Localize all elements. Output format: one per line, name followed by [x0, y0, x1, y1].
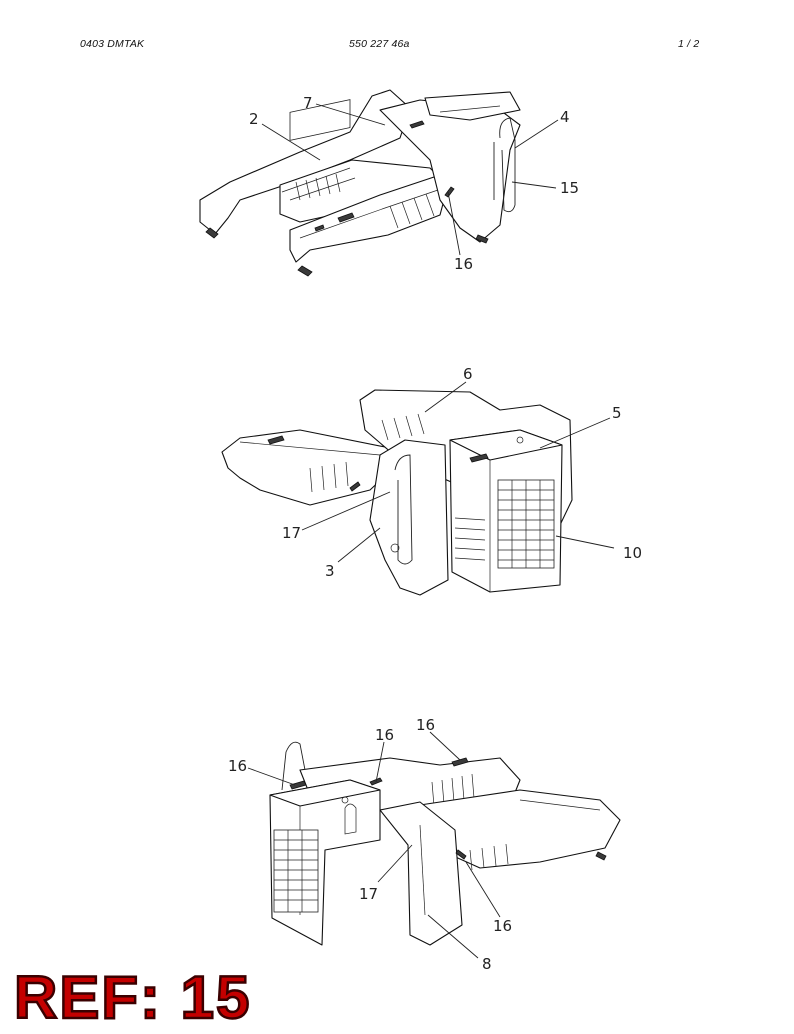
callout-15: 15	[560, 179, 579, 197]
callout-16-upper: 16	[416, 716, 435, 734]
figure-top-view	[199, 89, 559, 277]
callout-17-bottom: 17	[359, 885, 378, 903]
document-code: 0403 DMTAK	[80, 38, 145, 50]
vent-grid	[454, 479, 555, 569]
figure-middle-view	[221, 381, 615, 596]
callout-16-lower: 16	[493, 917, 512, 935]
callout-8: 8	[482, 955, 492, 973]
callout-16-center: 16	[375, 726, 394, 744]
callout-6: 6	[463, 365, 473, 383]
callout-7: 7	[303, 94, 313, 112]
callout-17-middle: 17	[282, 524, 301, 542]
callout-16-left: 16	[228, 757, 247, 775]
page-number: 1 / 2	[678, 38, 700, 50]
reference-stamp: REF: 15	[13, 964, 252, 1031]
callout-5: 5	[612, 404, 622, 422]
vent-grid-bottom	[273, 829, 319, 913]
callout-4: 4	[560, 108, 570, 126]
part-number: 550 227 46a	[349, 38, 410, 50]
callout-3: 3	[325, 562, 335, 580]
callout-2: 2	[249, 110, 259, 128]
callout-16-top: 16	[454, 255, 473, 273]
figure-bottom-view	[247, 731, 621, 959]
callout-10: 10	[623, 544, 642, 562]
